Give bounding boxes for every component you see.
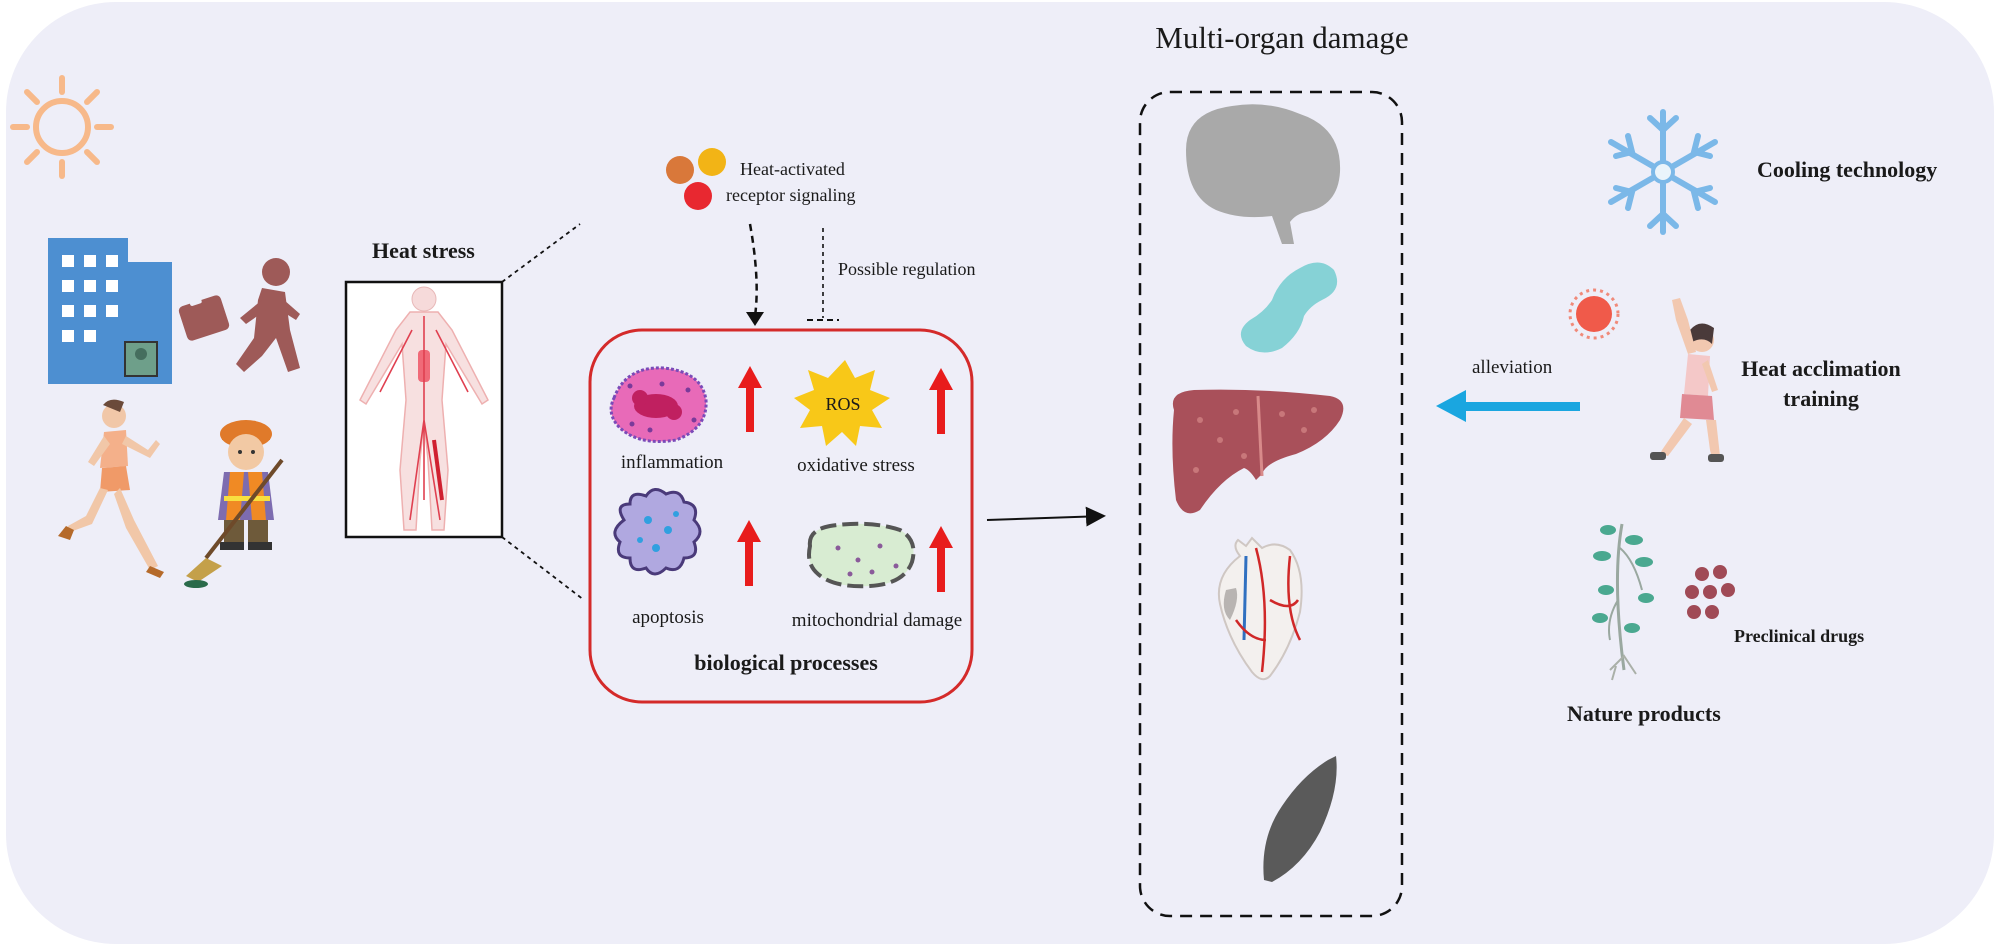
snowflake-icon [1608, 109, 1718, 235]
exercise-woman-icon [1650, 298, 1724, 462]
inflammation-label: inflammation [620, 452, 724, 473]
sun-icon [10, 75, 114, 179]
cooling-technology-label: Cooling technology [1757, 157, 1938, 182]
up-arrow-oxidative [929, 368, 953, 434]
plant-icon [1592, 523, 1654, 681]
commuter-icon [178, 258, 300, 372]
signaling-arrowhead [746, 312, 764, 326]
receptor-dots-icon [666, 148, 726, 210]
preclinical-drugs-label: Preclinical drugs [1734, 626, 1865, 646]
organ-box [1138, 90, 1404, 918]
signaling-arrow [748, 223, 758, 317]
increase-arrows [737, 366, 953, 592]
ros-icon [794, 360, 890, 446]
pills-icon [1685, 565, 1735, 619]
receptor-signaling-label: receptor signaling [726, 185, 856, 205]
alleviation-label: alleviation [1472, 357, 1553, 378]
liver-icon [1172, 389, 1344, 514]
nature-products-label: Nature products [1567, 701, 1721, 726]
zoom-line-top [501, 223, 581, 283]
ros-label: ROS [825, 394, 861, 414]
kidney-icon [1240, 262, 1338, 353]
runner-icon [58, 399, 164, 578]
up-arrow-inflammation [738, 366, 762, 432]
brain-icon [1186, 104, 1341, 244]
mitochondrion-icon [807, 521, 916, 589]
heat-acclimation-training-label: training [1783, 386, 1859, 411]
small-sun-icon [1568, 288, 1620, 340]
processes-box [588, 328, 974, 704]
up-arrow-mitochondrial [929, 526, 953, 592]
apoptosis-label: apoptosis [632, 607, 704, 628]
zoom-line-bottom [501, 536, 585, 601]
inflammation-cell-icon [609, 366, 708, 443]
heart-icon [1218, 536, 1303, 681]
heat-acclimation-label: Heat acclimation [1741, 356, 1901, 381]
building-icon [48, 238, 172, 384]
possible-regulation-label: Possible regulation [838, 259, 976, 279]
oxidative-stress-label: oxidative stress [797, 455, 915, 476]
human-body-icon [359, 286, 489, 531]
up-arrow-apoptosis [737, 520, 761, 586]
apoptosis-cell-icon [613, 488, 702, 576]
mitochondrial-damage-label: mitochondrial damage [791, 610, 963, 631]
biological-processes-label: biological processes [694, 650, 878, 675]
muscle-icon [1263, 756, 1337, 882]
heat-activated-label: Heat-activated [740, 159, 845, 179]
worker-icon [184, 420, 284, 588]
damage-arrow [986, 506, 1106, 527]
multi-organ-damage-title: Multi-organ damage [1155, 20, 1409, 55]
alleviation-arrow [1436, 390, 1580, 422]
heat-stress-label: Heat stress [372, 238, 475, 263]
